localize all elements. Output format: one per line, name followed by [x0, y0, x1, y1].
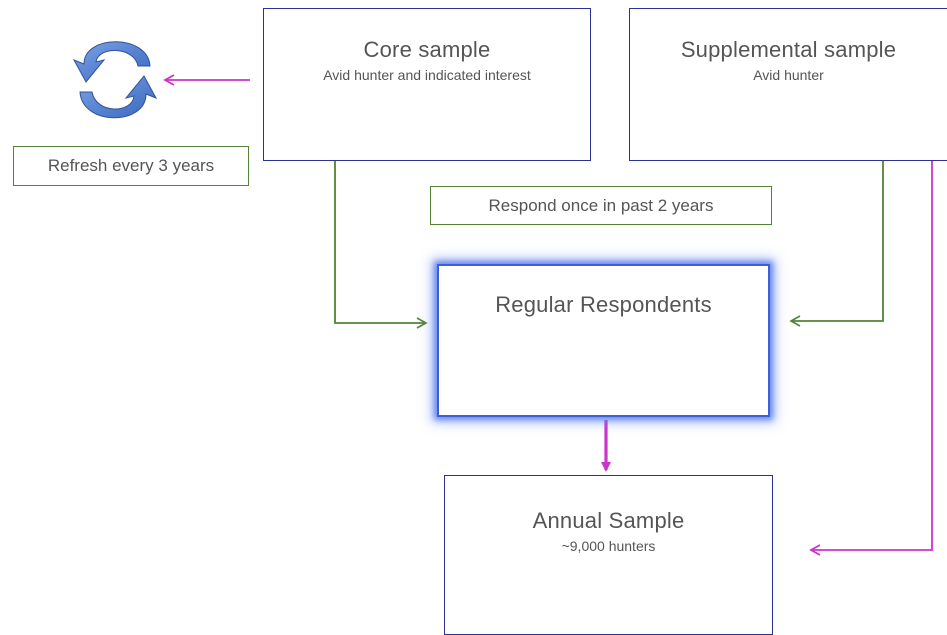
refresh-label: Refresh every 3 years: [13, 146, 249, 186]
core-sample-subtitle: Avid hunter and indicated interest: [323, 67, 531, 83]
cycle-top-arc: [72, 41, 151, 83]
annual-sample-subtitle: ~9,000 hunters: [561, 538, 656, 554]
core-to-regular-arrow: [334, 161, 428, 329]
respond-label: Respond once in past 2 years: [430, 186, 772, 225]
regular-respondents-box: Regular Respondents: [437, 264, 770, 417]
refresh-cycle-icon: [72, 41, 158, 119]
cycle-bottom-arc: [79, 75, 158, 119]
supplemental-sample-title: Supplemental sample: [680, 37, 897, 62]
core-sample-box: Core sample Avid hunter and indicated in…: [263, 8, 591, 161]
supplemental-sample-box: Supplemental sample Avid hunter: [629, 8, 947, 161]
supplemental-to-regular-arrow: [789, 161, 884, 327]
regular-respondents-title: Regular Respondents: [495, 292, 712, 317]
core-sample-title: Core sample: [363, 37, 491, 62]
supplemental-sample-subtitle: Avid hunter: [753, 67, 824, 83]
annual-sample-box: Annual Sample ~9,000 hunters: [444, 475, 773, 635]
annual-sample-title: Annual Sample: [532, 508, 685, 533]
supplemental-to-annual-arrow: [809, 161, 933, 556]
